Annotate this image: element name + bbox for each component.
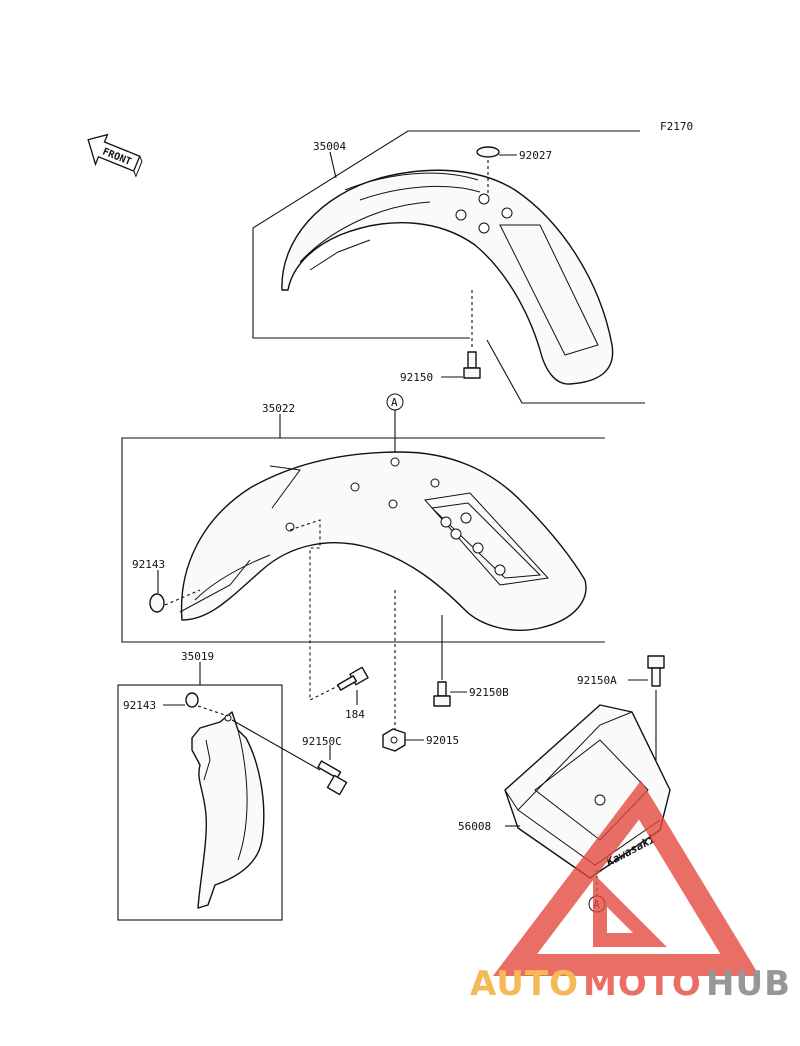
label-92150C: 92150C (302, 735, 342, 748)
label-56008: 56008 (458, 820, 491, 833)
fender-rib (344, 172, 479, 191)
toolcase-hole (594, 794, 606, 806)
nut-92015-hole (390, 736, 398, 744)
mount-hole (450, 528, 462, 540)
bolt-92150-part (467, 351, 477, 369)
fender-rib (299, 201, 431, 263)
mount-hole (390, 457, 400, 467)
figure-code: F2170 (660, 120, 693, 133)
label-92015: 92015 (426, 734, 459, 747)
mudflap-part (191, 711, 265, 909)
rear-fender-panel-inner (430, 502, 542, 579)
label-92150B: 92150B (469, 686, 509, 699)
group-frame-35004 (252, 130, 640, 339)
group-frame-35022 (121, 437, 605, 643)
watermark-triangle-icon (492, 780, 760, 976)
bolt-92150B-group: 92150B (433, 681, 509, 707)
rear-fender-panel (424, 492, 550, 586)
rear-fender-group: 35022 A 92143 (121, 393, 605, 730)
cap-92027-part (476, 146, 500, 158)
bolt-92150C-head (326, 774, 348, 796)
label-92143-b: 92143 (123, 699, 156, 712)
fender-rib (359, 186, 481, 201)
bolt-92150-head (463, 367, 481, 379)
mudflap-group: 35019 92143 92150C (117, 650, 348, 921)
bolt-184-shaft (337, 675, 357, 691)
mudflap-hole (224, 714, 232, 722)
bolt-92150B-shaft (437, 681, 447, 697)
ref-marker-a-top-label: A (391, 396, 398, 409)
mount-hole (478, 222, 490, 234)
fender-panel (499, 224, 599, 356)
mount-hole (494, 564, 506, 576)
leader-92150C-bolt (231, 719, 321, 771)
mount-hole (350, 482, 360, 492)
watermark-text-auto: AUTO (470, 964, 579, 1004)
rear-fender-flap (179, 559, 251, 613)
bolt-92150A-head (647, 655, 665, 669)
front-arrow-icon: FRONT (87, 133, 143, 178)
label-35019: 35019 (181, 650, 214, 663)
mudflap-fold (237, 729, 248, 861)
label-184: 184 (345, 708, 365, 721)
mount-hole (501, 207, 513, 219)
leader-184-dashed (289, 519, 341, 701)
nut-92015-group: 92015 (382, 728, 459, 752)
mudflap-fold (203, 739, 211, 781)
label-35022: 35022 (262, 402, 295, 415)
mount-hole (455, 209, 467, 221)
mount-hole (440, 516, 452, 528)
leader-92143-a-dashed (164, 589, 201, 606)
front-fender-group: 35004 92027 92150 (252, 130, 645, 404)
bolt-184-group: 184 (337, 666, 369, 721)
rear-fender-part (180, 451, 587, 631)
watermark-text-moto: MOTO (583, 964, 702, 1004)
mount-hole (388, 499, 398, 509)
washer-92143-b-part (185, 692, 199, 708)
watermark-logo: AUTO MOTO HUB (470, 780, 791, 1004)
label-92150A: 92150A (577, 674, 617, 687)
mount-hole (430, 478, 440, 488)
front-fender-part (281, 169, 614, 385)
washer-92143-a-part (149, 593, 165, 613)
label-35004: 35004 (313, 140, 346, 153)
mount-hole (472, 542, 484, 554)
label-92143-a: 92143 (132, 558, 165, 571)
watermark-text-hub: HUB (706, 964, 791, 1004)
bolt-92150A-shaft (651, 667, 661, 687)
watermark-inner-triangle-icon (593, 873, 667, 947)
rear-fender-bracket (269, 465, 301, 509)
rear-fender-rib (194, 554, 271, 601)
frame-35004-lower (486, 339, 645, 404)
bolt-92150C-shaft (317, 760, 342, 779)
fender-rib (309, 239, 371, 271)
leader-35004 (329, 151, 337, 179)
label-92027: 92027 (519, 149, 552, 162)
toolcase-edge (504, 711, 633, 811)
toolcase-cavity (534, 739, 649, 841)
bolt-92150B-head (433, 695, 451, 707)
leader-washer-dashed (197, 705, 229, 717)
toolcase-part (504, 704, 671, 879)
label-92150-top: 92150 (400, 371, 433, 384)
mount-hole (460, 512, 472, 524)
mount-hole (478, 193, 490, 205)
